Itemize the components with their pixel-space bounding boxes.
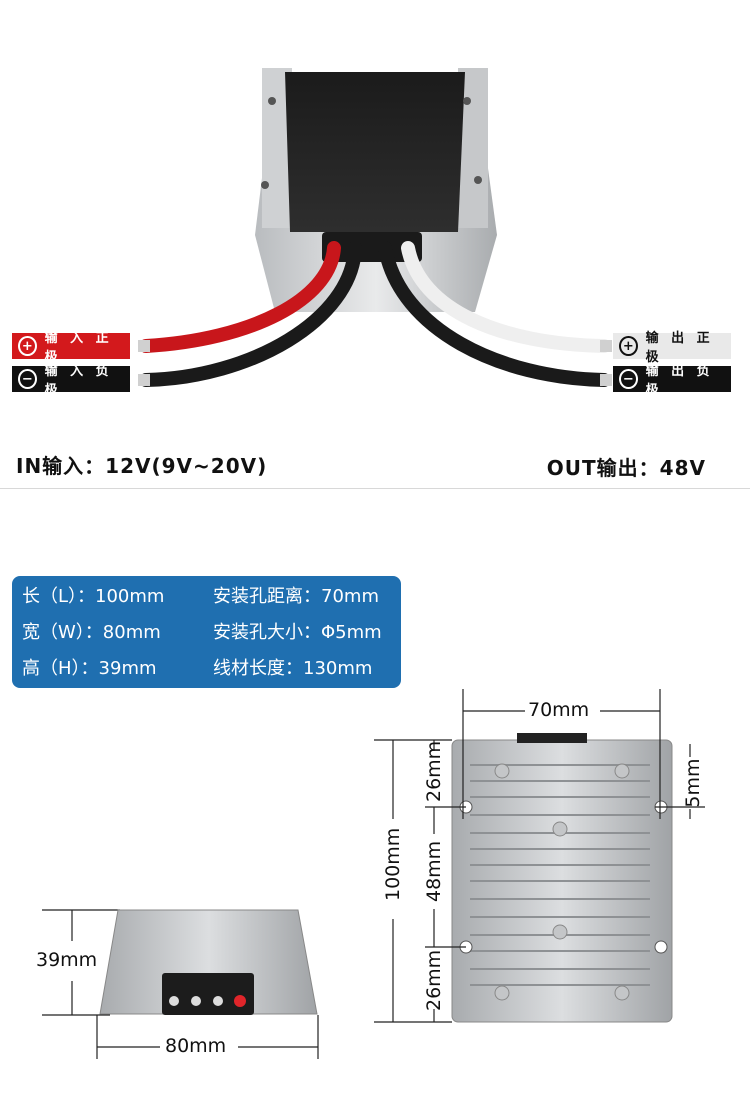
spec-hole-size: 安装孔大小：Φ5mm [213,622,382,643]
dim-hole-diameter: 5mm [682,758,704,808]
input-negative-tag: − 输 入 负 极 [12,364,130,398]
mount-hole [261,181,269,189]
product-photo-panel: + 输 入 正 极 − 输 入 负 极 + 输 出 正 极 − 输 出 负 极 … [0,0,750,489]
minus-icon: − [619,369,638,389]
plus-icon: + [18,336,37,356]
output-positive-tag: + 输 出 正 极 [613,331,731,365]
white-output-wire [401,241,611,353]
dim-lower-hole: 26mm [423,949,445,1011]
black-output-wire [378,241,611,387]
black-input-wire [139,241,362,387]
output-negative-label: 输 出 负 极 [645,364,714,398]
mount-hole [463,97,471,105]
dim-total-length: 100mm [382,827,404,901]
top-view-housing [451,733,673,1023]
dimensions-panel: 长（L）：100mm 宽（W）：80mm 高（H）：39mm 安装孔距离：70m… [0,489,750,1104]
input-negative-label: 输 入 负 极 [44,364,113,398]
dim-front-height: 39mm [36,949,98,971]
mount-hole [268,97,276,105]
front-view-housing [99,909,318,1015]
output-voltage-spec: OUT输出：48V [546,456,706,480]
input-voltage-spec: IN输入：12V(9V~20V) [16,454,268,478]
spec-length: 长（L）：100mm [22,586,165,607]
black-top-panel [285,72,465,232]
input-positive-tag: + 输 入 正 极 [12,331,130,365]
converter-illustration [138,68,612,387]
spec-box: 长（L）：100mm 宽（W）：80mm 高（H）：39mm 安装孔距离：70m… [12,576,401,688]
spec-width: 宽（W）：80mm [22,622,161,643]
spec-cable-length: 线材长度：130mm [213,658,373,679]
input-positive-label: 输 入 正 极 [44,331,113,365]
dim-top-width: 70mm [528,699,590,721]
dim-upper-hole: 26mm [423,740,445,802]
width-dimension-lines [42,689,705,1059]
spec-hole-distance: 安装孔距离：70mm [213,586,379,607]
minus-icon: − [18,369,37,389]
cable-grommet [322,232,422,262]
dim-mid-hole: 48mm [423,840,445,902]
dim-front-width: 80mm [165,1035,227,1057]
output-negative-tag: − 输 出 负 极 [613,364,731,398]
output-positive-label: 输 出 正 极 [645,331,714,365]
spec-height: 高（H）：39mm [22,658,157,679]
mount-hole [474,176,482,184]
red-input-wire [139,241,341,353]
plus-icon: + [619,336,638,356]
dimension-drawing [42,689,705,1059]
